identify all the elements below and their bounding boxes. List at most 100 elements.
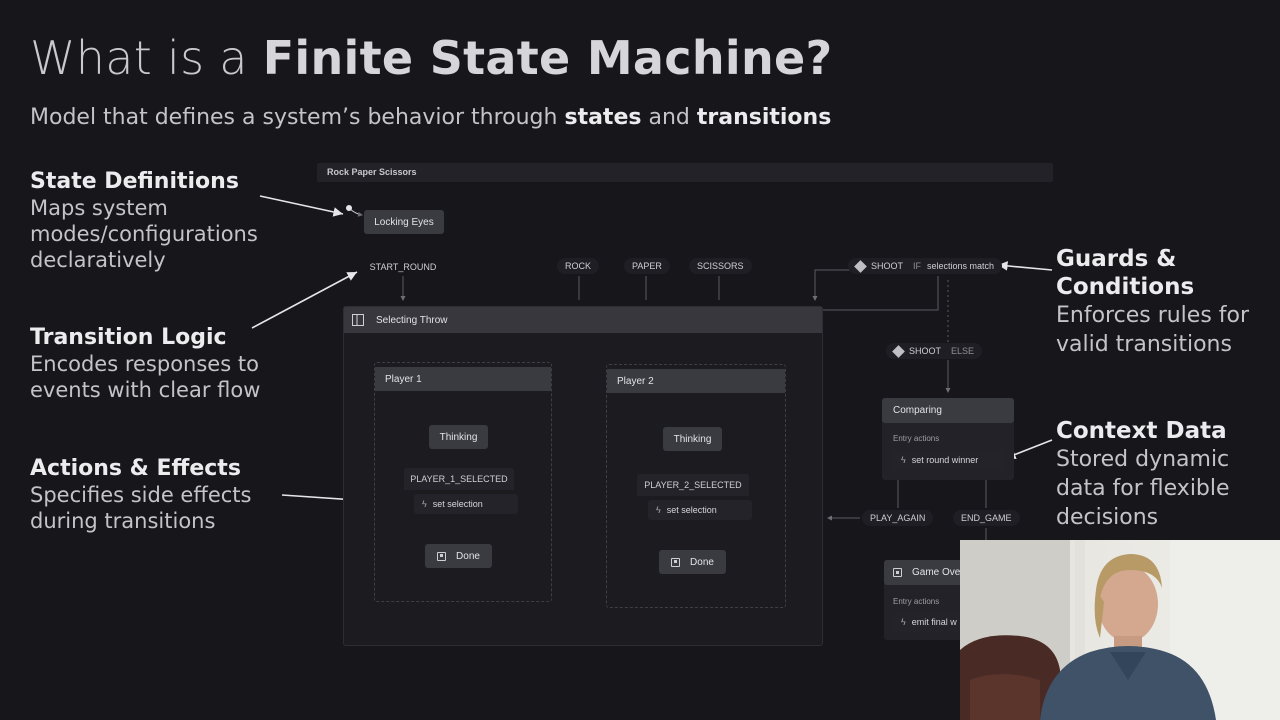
annotation-line: Stored dynamic (1056, 447, 1230, 472)
action-set-round-winner[interactable]: ϟ set round winner (893, 450, 1003, 470)
annotation-heading: Transition Logic (30, 325, 227, 350)
event-play-again[interactable]: PLAY_AGAIN (862, 510, 934, 526)
subtitle-text: Model that defines a system’s behavior t… (30, 105, 558, 130)
initial-state-dot (346, 205, 352, 211)
title-bold: Finite State Machine? (262, 31, 833, 85)
annotation-state-definitions: State Definitions Maps system modes/conf… (30, 168, 258, 273)
annotation-line: decisions (1056, 505, 1159, 530)
action-label: set selection (432, 499, 483, 509)
state-comparing[interactable]: Comparing Entry actions ϟ set round winn… (882, 398, 1014, 480)
lightning-icon: ϟ (656, 505, 661, 515)
event-shoot-guarded[interactable]: SHOOT IF selections match (848, 258, 1003, 274)
event-start-round[interactable]: START_ROUND (362, 262, 444, 272)
state-header: Player 1 (375, 367, 551, 391)
state-header: Selecting Throw (344, 307, 822, 333)
state-done-p2[interactable]: Done (659, 550, 726, 574)
annotation-line: Enforces rules for (1056, 303, 1250, 328)
final-state-icon (437, 551, 447, 561)
state-thinking-p2[interactable]: Thinking (663, 427, 722, 451)
state-header: Player 2 (607, 369, 785, 393)
lightning-icon: ϟ (901, 455, 906, 465)
machine-name: Rock Paper Scissors (327, 167, 417, 177)
parallel-state-icon (352, 314, 364, 326)
state-label: Game Ove (912, 567, 961, 578)
state-header: Comparing (882, 398, 1014, 423)
annotation-line: Maps system (30, 196, 168, 220)
event-label: SHOOT (909, 346, 942, 356)
title-prefix: What is a (30, 31, 248, 85)
annotation-heading: Guards & (1056, 246, 1177, 272)
slide-title: What is a Finite State Machine? (30, 30, 833, 86)
action-set-selection-p1[interactable]: ϟ set selection (414, 494, 518, 514)
annotation-line: declaratively (30, 248, 166, 272)
presenter-webcam (960, 540, 1280, 720)
state-locking-eyes[interactable]: Locking Eyes (364, 210, 444, 234)
event-label: PLAYER_2_SELECTED (644, 480, 742, 490)
lightning-icon: ϟ (422, 499, 427, 509)
annotation-actions-effects: Actions & Effects Specifies side effects… (30, 455, 251, 534)
annotation-heading: Conditions (1056, 274, 1195, 300)
entry-actions-label: Entry actions (893, 434, 940, 443)
annotation-line: modes/configurations (30, 222, 258, 246)
state-label: Thinking (673, 433, 712, 445)
machine-title-bar: Rock Paper Scissors (317, 163, 1053, 182)
event-player-2-selected[interactable]: PLAYER_2_SELECTED (637, 474, 749, 496)
annotation-line: during transitions (30, 509, 216, 533)
annotation-line: events with clear flow (30, 378, 261, 402)
event-label: PAPER (632, 261, 662, 271)
entry-actions-label: Entry actions (893, 597, 940, 606)
final-state-icon (893, 568, 902, 577)
action-label: emit final w (911, 617, 957, 627)
event-scissors[interactable]: SCISSORS (689, 258, 752, 274)
guard-if-label: IF (913, 261, 922, 271)
event-rock[interactable]: ROCK (557, 258, 600, 274)
annotation-line: Specifies side effects (30, 483, 252, 507)
annotation-line: Encodes responses to (30, 352, 259, 376)
action-label: set selection (666, 505, 717, 515)
guard-icon (854, 259, 867, 273)
event-label: PLAY_AGAIN (870, 513, 926, 523)
state-label: Player 1 (385, 373, 422, 385)
event-paper[interactable]: PAPER (624, 258, 670, 274)
subtitle-and: and (648, 105, 690, 130)
state-label: Locking Eyes (374, 216, 434, 228)
annotation-heading: State Definitions (30, 169, 239, 194)
state-label: Selecting Throw (376, 314, 448, 326)
annotation-context-data: Context Data Stored dynamic data for fle… (1056, 417, 1230, 532)
event-shoot-else[interactable]: SHOOT ELSE (886, 343, 983, 359)
state-label: Thinking (439, 431, 478, 443)
annotation-line: valid transitions (1056, 332, 1232, 357)
event-player-1-selected[interactable]: PLAYER_1_SELECTED (404, 468, 514, 490)
final-state-icon (671, 557, 681, 567)
state-label: Done (690, 556, 714, 568)
annotation-guards-conditions: Guards & Conditions Enforces rules for v… (1056, 245, 1249, 359)
subtitle-states: states (564, 105, 642, 130)
state-thinking-p1[interactable]: Thinking (429, 425, 488, 449)
annotation-line: data for flexible (1056, 476, 1230, 501)
state-player-2[interactable]: Player 2 (606, 364, 786, 608)
state-player-1[interactable]: Player 1 (374, 362, 552, 602)
slide-subtitle: Model that defines a system’s behavior t… (30, 102, 831, 134)
event-label: START_ROUND (369, 262, 437, 272)
event-label: SHOOT (871, 261, 904, 271)
event-end-game[interactable]: END_GAME (953, 510, 1020, 526)
annotation-heading: Context Data (1056, 418, 1227, 444)
annotation-transition-logic: Transition Logic Encodes responses to ev… (30, 324, 260, 403)
action-set-selection-p2[interactable]: ϟ set selection (648, 500, 752, 520)
presenter-video-frame (960, 540, 1280, 720)
guard-else-label: ELSE (951, 346, 975, 356)
lightning-icon: ϟ (901, 617, 906, 627)
annotation-heading: Actions & Effects (30, 456, 241, 481)
event-label: PLAYER_1_SELECTED (410, 474, 508, 484)
event-label: SCISSORS (697, 261, 744, 271)
event-label: END_GAME (961, 513, 1012, 523)
subtitle-transitions: transitions (696, 105, 832, 130)
event-label: ROCK (565, 261, 592, 271)
state-label: Player 2 (617, 375, 654, 387)
state-label: Comparing (893, 405, 942, 416)
guard-condition: selections match (927, 261, 995, 271)
guard-icon (892, 344, 905, 358)
state-label: Done (456, 550, 480, 562)
action-label: set round winner (911, 455, 979, 465)
state-done-p1[interactable]: Done (425, 544, 492, 568)
